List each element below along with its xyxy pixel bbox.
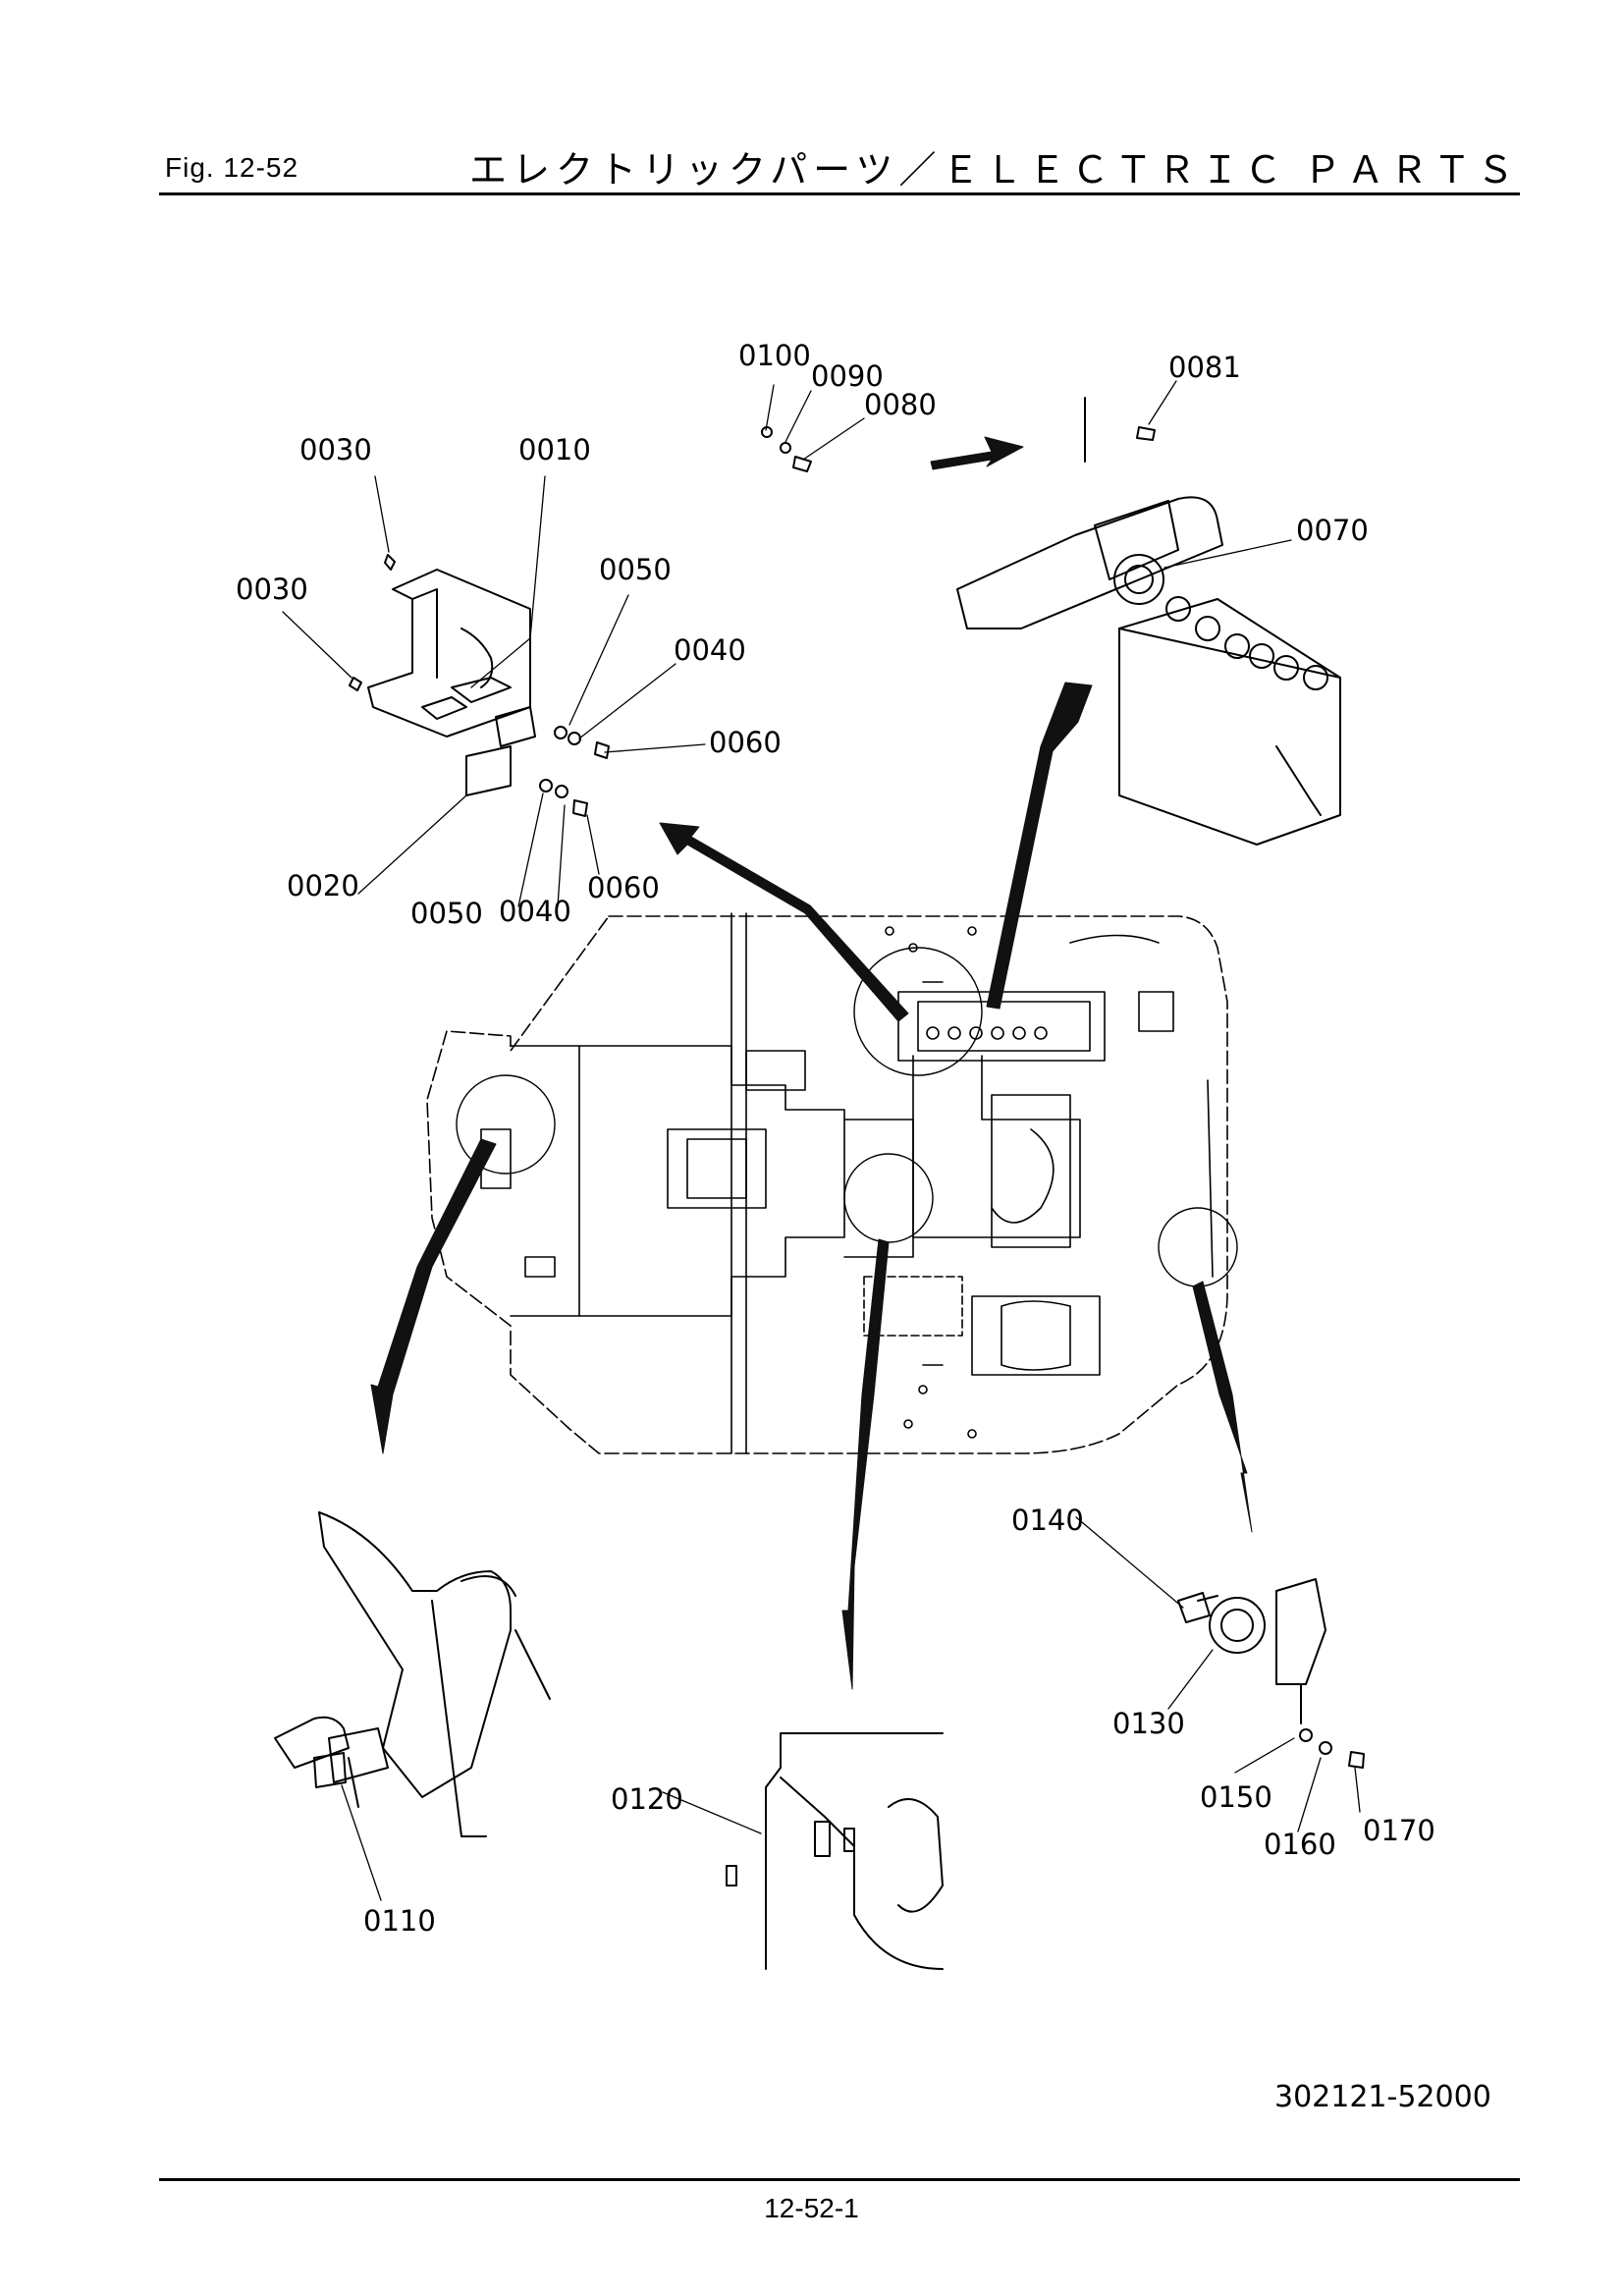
part-label-0030-top: 0030 bbox=[299, 433, 372, 466]
part-label-0081: 0081 bbox=[1168, 351, 1241, 384]
part-label-0010: 0010 bbox=[518, 433, 591, 466]
part-label-0060-lower: 0060 bbox=[587, 871, 660, 904]
header-rule bbox=[159, 192, 1520, 195]
pedal-switch-detail bbox=[274, 1511, 551, 1837]
part-label-0120: 0120 bbox=[611, 1782, 683, 1816]
part-label-0100: 0100 bbox=[738, 339, 811, 372]
part-label-0110: 0110 bbox=[363, 1904, 436, 1938]
part-label-0130: 0130 bbox=[1112, 1707, 1185, 1740]
part-label-0150: 0150 bbox=[1200, 1780, 1272, 1814]
part-label-0140: 0140 bbox=[1011, 1503, 1084, 1537]
pullout-arrows bbox=[370, 436, 1253, 1690]
leader-lines bbox=[282, 380, 1361, 1901]
part-label-0090: 0090 bbox=[811, 359, 884, 393]
machine-top-view bbox=[426, 912, 1238, 1454]
part-label-0040-lower: 0040 bbox=[499, 895, 571, 928]
part-label-0080: 0080 bbox=[864, 388, 937, 421]
part-label-0070: 0070 bbox=[1296, 514, 1369, 547]
part-label-0170: 0170 bbox=[1363, 1814, 1435, 1847]
part-label-0050-lower: 0050 bbox=[410, 897, 483, 930]
part-label-0040-upper: 0040 bbox=[674, 633, 746, 667]
page-number: 12-52-1 bbox=[764, 2193, 859, 2223]
drawing-number: 302121-52000 bbox=[1274, 2080, 1491, 2114]
relay-bracket-detail bbox=[349, 554, 610, 817]
page-title: エレクトリックパーツ／ＥＬＥＣＴＲＩＣ ＰＡＲＴＳ bbox=[469, 150, 1520, 191]
part-label-0160: 0160 bbox=[1264, 1828, 1336, 1861]
footer-rule bbox=[159, 2178, 1520, 2181]
horn-detail bbox=[1177, 1578, 1365, 1769]
part-label-0050-upper: 0050 bbox=[599, 553, 672, 586]
battery-panel-detail bbox=[761, 397, 1341, 846]
part-label-0060-upper: 0060 bbox=[709, 726, 782, 759]
part-labels: 0100 0090 0080 0081 0070 0030 0010 0030 … bbox=[236, 339, 1435, 1938]
part-label-0020: 0020 bbox=[287, 869, 359, 902]
part-label-0030-side: 0030 bbox=[236, 573, 308, 606]
figure-number: Fig. 12-52 bbox=[165, 152, 299, 183]
sensor-detail bbox=[726, 1732, 944, 1970]
